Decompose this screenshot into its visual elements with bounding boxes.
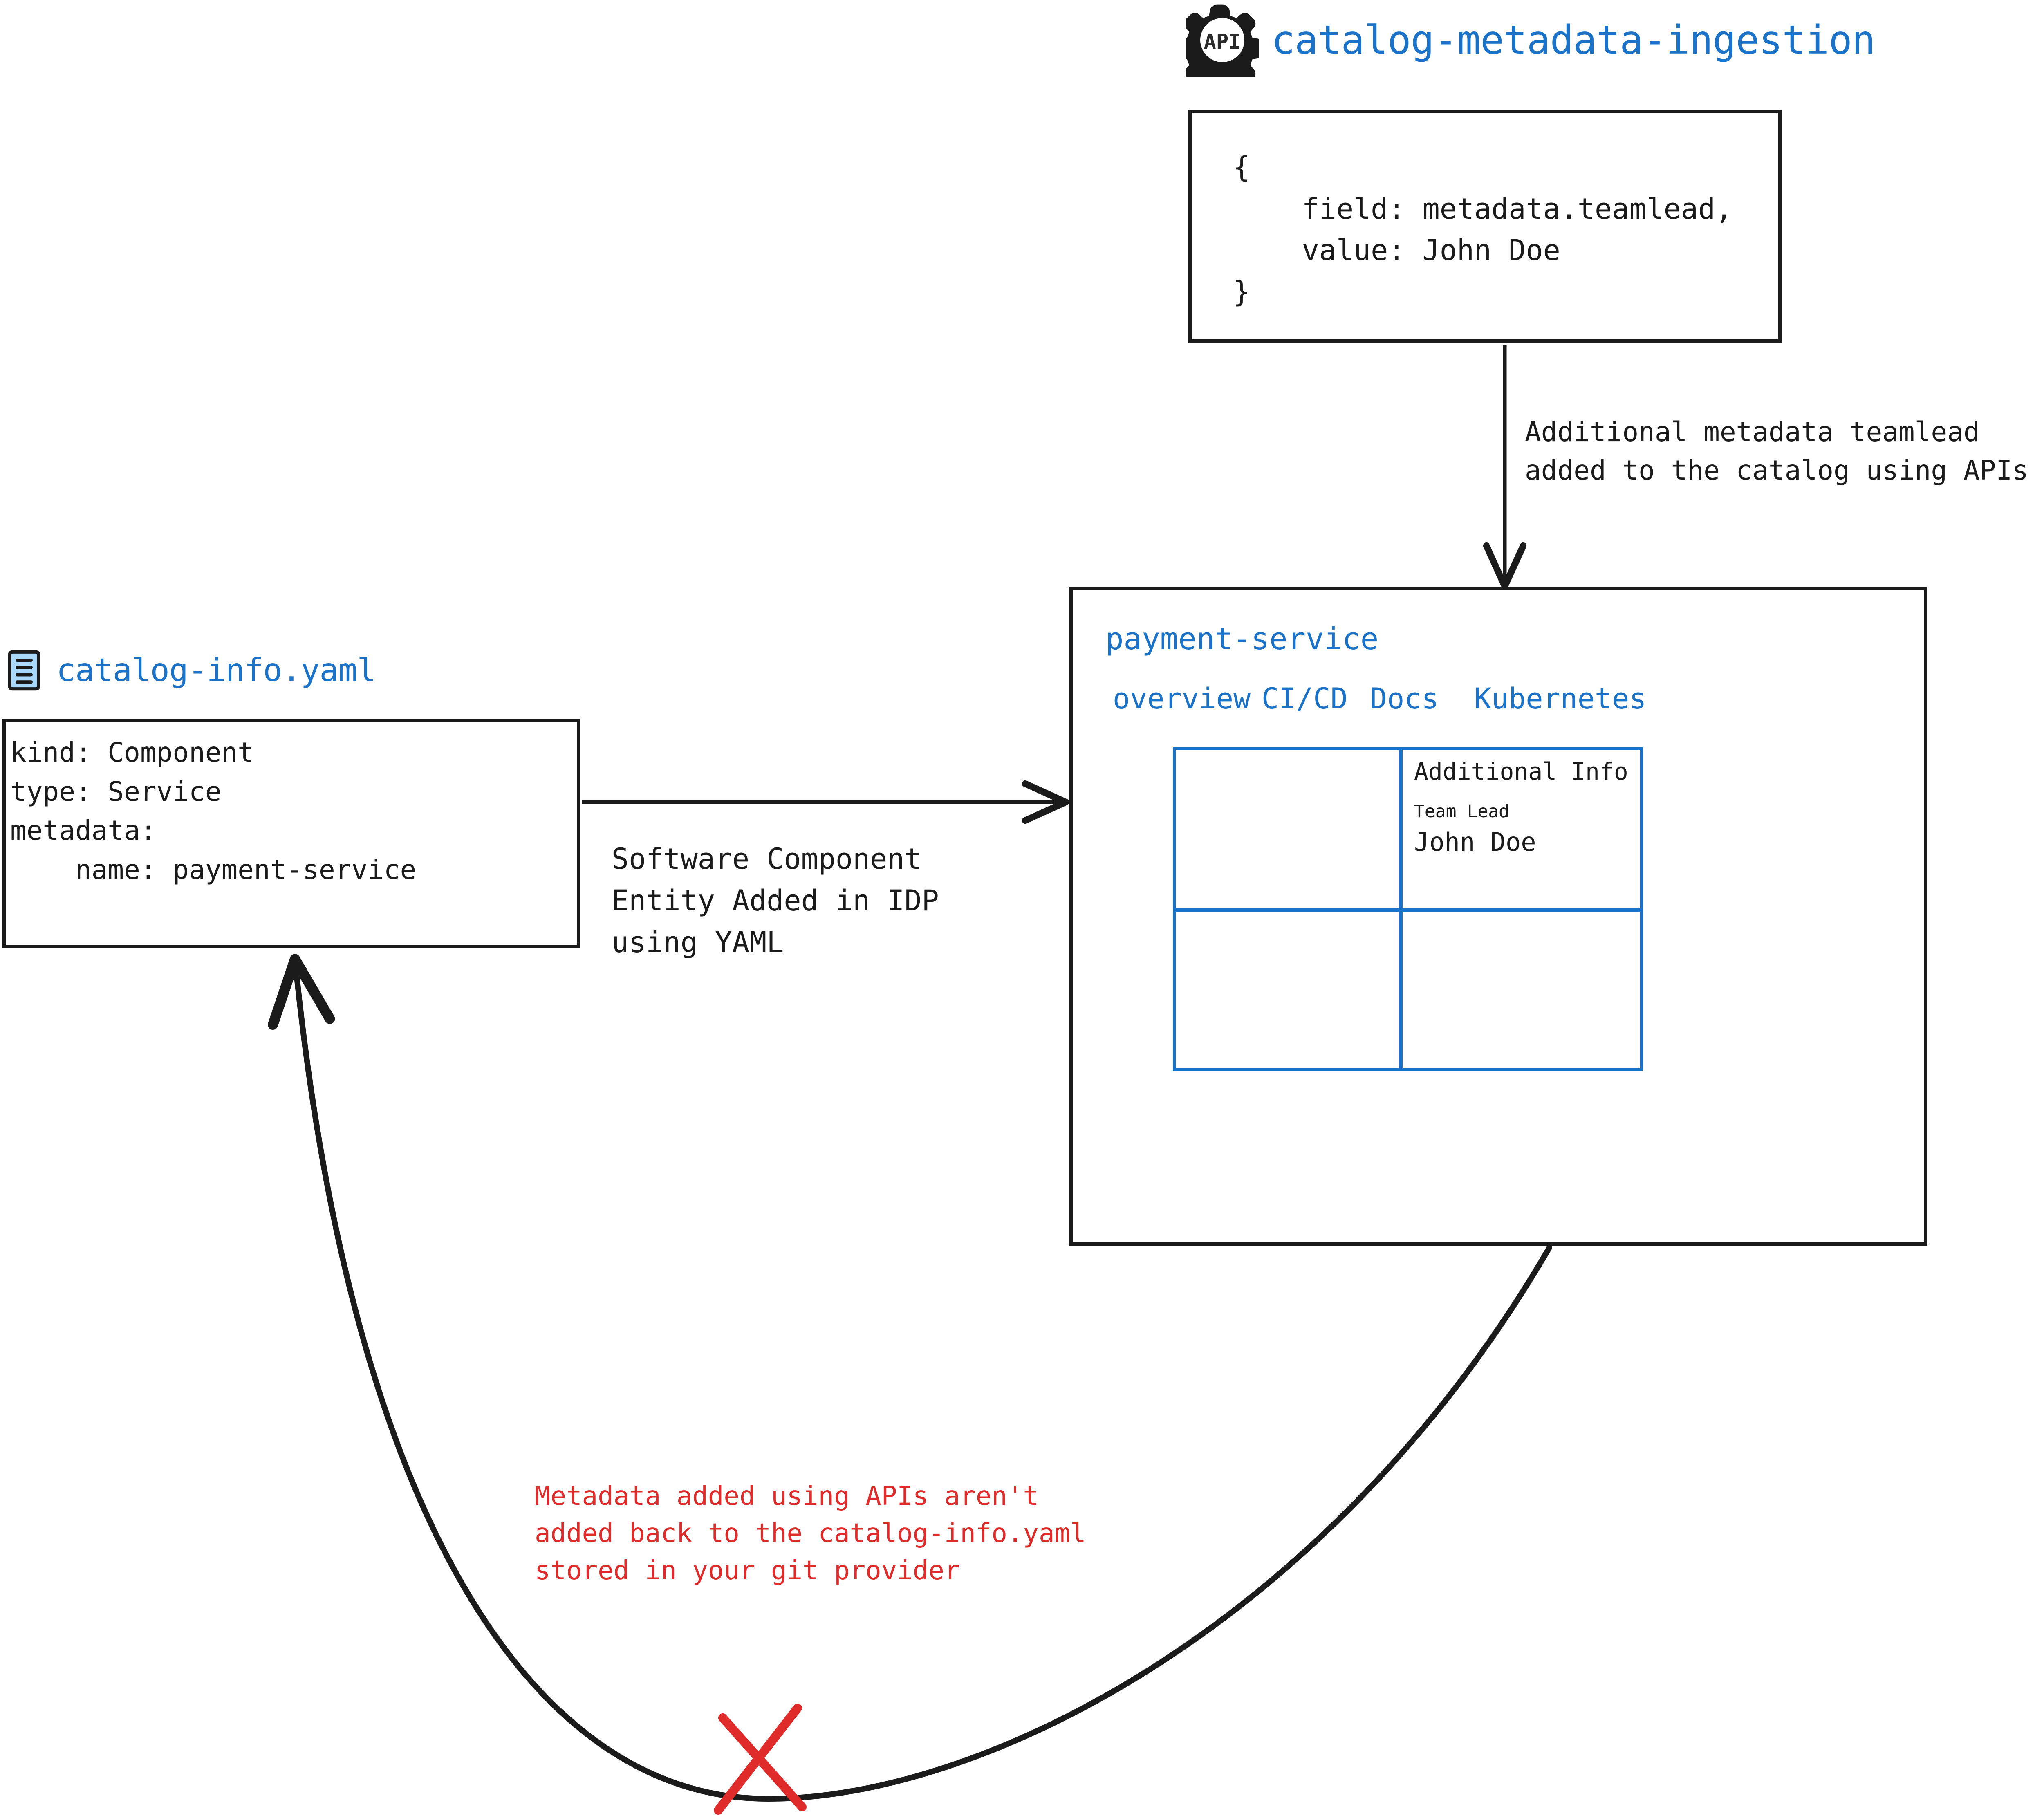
- api-ingestion-header: API catalog-metadata-ingestion: [1186, 3, 1876, 77]
- yaml-arrow-label: Software Component Entity Added in IDP u…: [612, 842, 939, 959]
- empty-card-right-bottom[interactable]: [1400, 909, 1643, 1071]
- api-payload-code: { field: metadata.teamlead, value: John …: [1233, 150, 1733, 309]
- page-title: payment-service: [1105, 621, 1379, 657]
- additional-info-card[interactable]: Additional Info Team Lead John Doe: [1400, 747, 1643, 910]
- catalog-file-header: catalog-info.yaml: [7, 650, 376, 691]
- api-gear-icon: API: [1186, 4, 1259, 77]
- catalog-file-title: catalog-info.yaml: [56, 652, 376, 689]
- team-lead-value: John Doe: [1414, 827, 1536, 857]
- panel-tab-bar: overview CI/CD Docs Kubernetes: [1106, 684, 1875, 721]
- yaml-file-icon: [8, 650, 40, 691]
- api-ingestion-title: catalog-metadata-ingestion: [1271, 17, 1876, 63]
- warning-message: Metadata added using APIs aren't added b…: [535, 1481, 1086, 1586]
- catalog-file-content: kind: Component type: Service metadata: …: [10, 737, 417, 886]
- tab-docs[interactable]: Docs: [1370, 682, 1439, 715]
- team-lead-label: Team Lead: [1414, 801, 1509, 822]
- svg-text:API: API: [1204, 30, 1241, 54]
- catalog-file-box: kind: Component type: Service metadata: …: [2, 719, 580, 948]
- api-arrow-label: Additional metadata teamlead added to th…: [1525, 416, 2028, 486]
- api-payload-box: { field: metadata.teamlead, value: John …: [1188, 110, 1782, 343]
- tab-ci-cd[interactable]: CI/CD: [1262, 682, 1348, 715]
- tab-overview[interactable]: overview: [1113, 682, 1251, 715]
- empty-card-left-bottom[interactable]: [1173, 909, 1402, 1071]
- tab-kubernetes[interactable]: Kubernetes: [1474, 682, 1647, 715]
- payment-service-panel: payment-service overview CI/CD Docs Kube…: [1069, 587, 1927, 1246]
- red-x-mark: [714, 1704, 807, 1815]
- additional-info-heading: Additional Info: [1414, 758, 1628, 785]
- empty-card-left-top[interactable]: [1173, 747, 1402, 910]
